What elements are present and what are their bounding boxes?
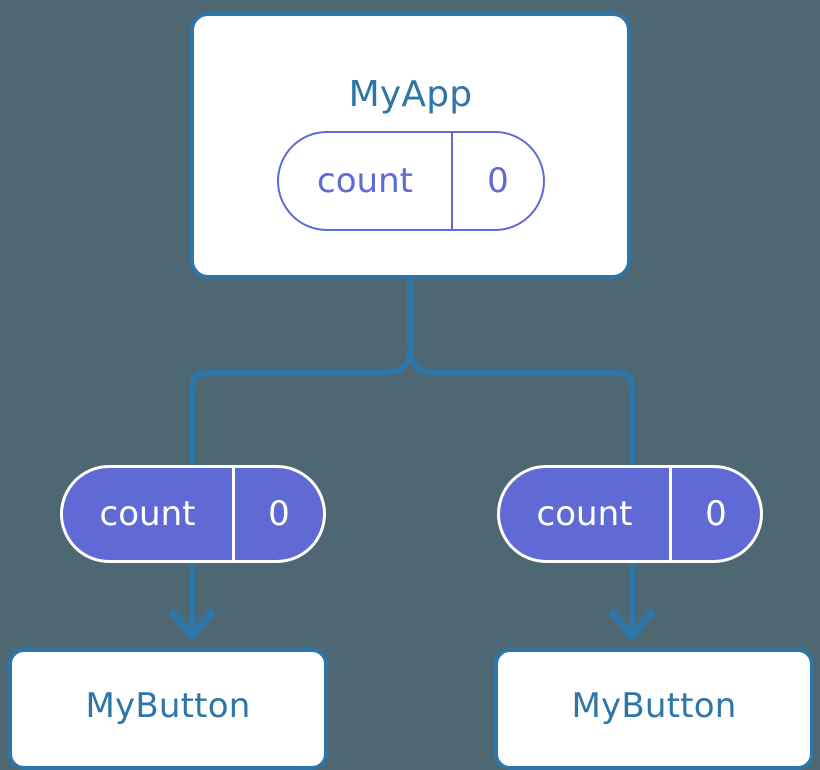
prop-value-label: 0	[268, 494, 290, 534]
prop-arrow-right-head	[609, 609, 655, 640]
component-label-mybutton: MyButton	[571, 686, 737, 726]
prop-pill-left[interactable]: count 0	[60, 465, 326, 563]
component-label-mybutton: MyButton	[85, 686, 251, 726]
component-label-myapp: MyApp	[348, 74, 473, 115]
state-value-label: 0	[487, 161, 509, 201]
prop-key-label: count	[500, 468, 672, 560]
component-box-mybutton-right[interactable]: MyButton	[494, 648, 814, 770]
component-box-mybutton-left[interactable]: MyButton	[8, 648, 328, 770]
state-pill-myapp[interactable]: count 0	[277, 131, 545, 231]
state-key-label: count	[279, 133, 453, 229]
prop-key-label: count	[63, 468, 235, 560]
prop-pill-right[interactable]: count 0	[497, 465, 763, 563]
branch-connector-left	[189, 346, 413, 470]
prop-arrow-left-head	[169, 609, 215, 640]
prop-value-label: 0	[705, 494, 727, 534]
branch-connector-right	[407, 346, 635, 470]
